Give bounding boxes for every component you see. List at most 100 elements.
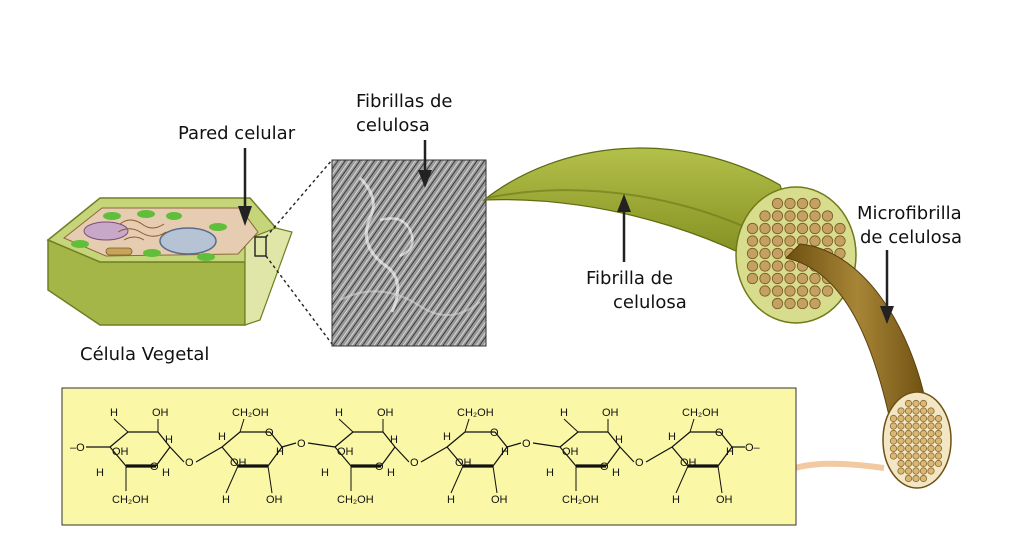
- microfibril-dot: [746, 222, 759, 235]
- electron-micrograph: [331, 159, 487, 347]
- chain-dot: [927, 429, 935, 438]
- microfibril-dot: [784, 235, 796, 247]
- bond-line: [267, 465, 273, 494]
- microfibril-dot: [771, 272, 784, 285]
- hydroxyl: OH: [716, 494, 733, 506]
- chain-dot: [927, 414, 935, 423]
- hydroxyl: OH: [491, 494, 508, 506]
- chain-dot: [904, 422, 913, 430]
- chain-dot: [919, 422, 928, 430]
- glycosidic-oxygen: O: [522, 438, 531, 450]
- bond-line: [717, 465, 723, 494]
- microfibril-dot: [784, 222, 796, 235]
- hydrogen: H: [612, 467, 620, 479]
- microfibril-dot: [809, 297, 821, 310]
- ring-oxygen: O: [150, 461, 159, 473]
- chain-dot: [919, 467, 928, 475]
- hydroxyl: OH: [337, 446, 354, 458]
- microfibril-dot: [809, 285, 821, 297]
- chain-dot: [897, 437, 905, 445]
- microfibril-dot: [746, 260, 759, 272]
- microfibril-dot: [784, 285, 796, 297]
- hydrogen: H: [162, 467, 170, 479]
- chain-dot: [919, 407, 928, 415]
- chain-dot: [934, 437, 943, 445]
- microfibril-dot: [821, 222, 834, 235]
- microfibril-dot: [759, 285, 771, 297]
- bond-line: [239, 418, 245, 433]
- bond-line: [671, 446, 689, 467]
- chloroplast: [103, 212, 121, 220]
- chain-end-left: –O: [70, 442, 85, 454]
- ch2oh-group: CH₂OH: [682, 407, 719, 419]
- bond-line: [492, 446, 508, 467]
- hydrogen: H: [560, 407, 568, 419]
- ch2oh-group: CH₂OH: [562, 494, 599, 506]
- microfibril-dot: [821, 210, 834, 222]
- bond-line: [281, 442, 297, 448]
- microfibril-dot: [796, 197, 809, 210]
- microfibril-dot: [759, 210, 771, 222]
- microfibril-dot: [796, 285, 809, 297]
- fibrillas-arrow: [418, 140, 432, 188]
- microfibril-dot: [771, 285, 784, 297]
- chain-dot: [934, 414, 943, 423]
- microfibril-dot: [809, 272, 821, 285]
- hydroxyl: OH: [377, 407, 394, 419]
- hydroxyl: OH: [152, 407, 169, 419]
- hydroxyl: OH: [562, 446, 579, 458]
- microfibril-dot: [746, 272, 759, 285]
- microfibril-dot: [771, 260, 784, 272]
- ring-oxygen: O: [265, 427, 274, 439]
- bond-line: [394, 446, 410, 463]
- chain-dot: [889, 452, 898, 460]
- microfibril-dot: [759, 235, 771, 247]
- ch2oh-group: CH₂OH: [337, 494, 374, 506]
- hydrogen: H: [726, 446, 734, 458]
- label-fibrilla-line2: celulosa: [613, 292, 687, 313]
- chain-dot: [889, 429, 898, 438]
- chain-dot: [934, 429, 943, 438]
- chain-dot: [919, 459, 928, 468]
- chain-dot: [919, 437, 928, 445]
- glycosidic-oxygen: O: [410, 457, 419, 469]
- bond-line: [446, 446, 464, 467]
- bond-line: [671, 431, 691, 448]
- microfibril-dot: [771, 235, 784, 247]
- bond-line: [109, 446, 127, 467]
- chain-dot: [934, 444, 943, 453]
- chain-dot: [912, 437, 920, 445]
- ring-oxygen: O: [600, 461, 609, 473]
- glycosidic-oxygen: O: [635, 457, 644, 469]
- chain-dot: [897, 467, 905, 475]
- microfibril-dot: [821, 235, 834, 247]
- bond-line: [157, 431, 171, 448]
- hydroxyl: OH: [230, 457, 247, 469]
- hydrogen: H: [447, 494, 455, 506]
- zoom-guide-line: [265, 159, 333, 238]
- nucleus: [83, 221, 129, 241]
- bond-line: [494, 431, 508, 448]
- chain-dot: [889, 422, 898, 430]
- hydrogen: H: [443, 431, 451, 443]
- chain-dot: [897, 429, 905, 438]
- bond-line: [225, 465, 239, 494]
- chain-dot: [904, 399, 913, 408]
- mitochondrion: [105, 247, 133, 256]
- label-pared-celular: Pared celular: [178, 123, 296, 144]
- hydrogen: H: [218, 431, 226, 443]
- ch2oh-group: CH₂OH: [112, 494, 149, 506]
- microfibrilla-arrow: [880, 250, 894, 324]
- chain-dot: [912, 399, 920, 408]
- chain-dot: [927, 444, 935, 453]
- microfibril-dot: [809, 222, 821, 235]
- chain-end-right: O–: [745, 442, 761, 454]
- bond-line: [221, 446, 239, 467]
- chain-dot: [912, 429, 920, 438]
- microfibril-dot: [784, 297, 796, 310]
- microfibril-dot: [759, 222, 771, 235]
- label-microfibrilla-line2: de celulosa: [860, 227, 962, 248]
- bond-line: [689, 418, 695, 433]
- chain-dot: [927, 467, 935, 475]
